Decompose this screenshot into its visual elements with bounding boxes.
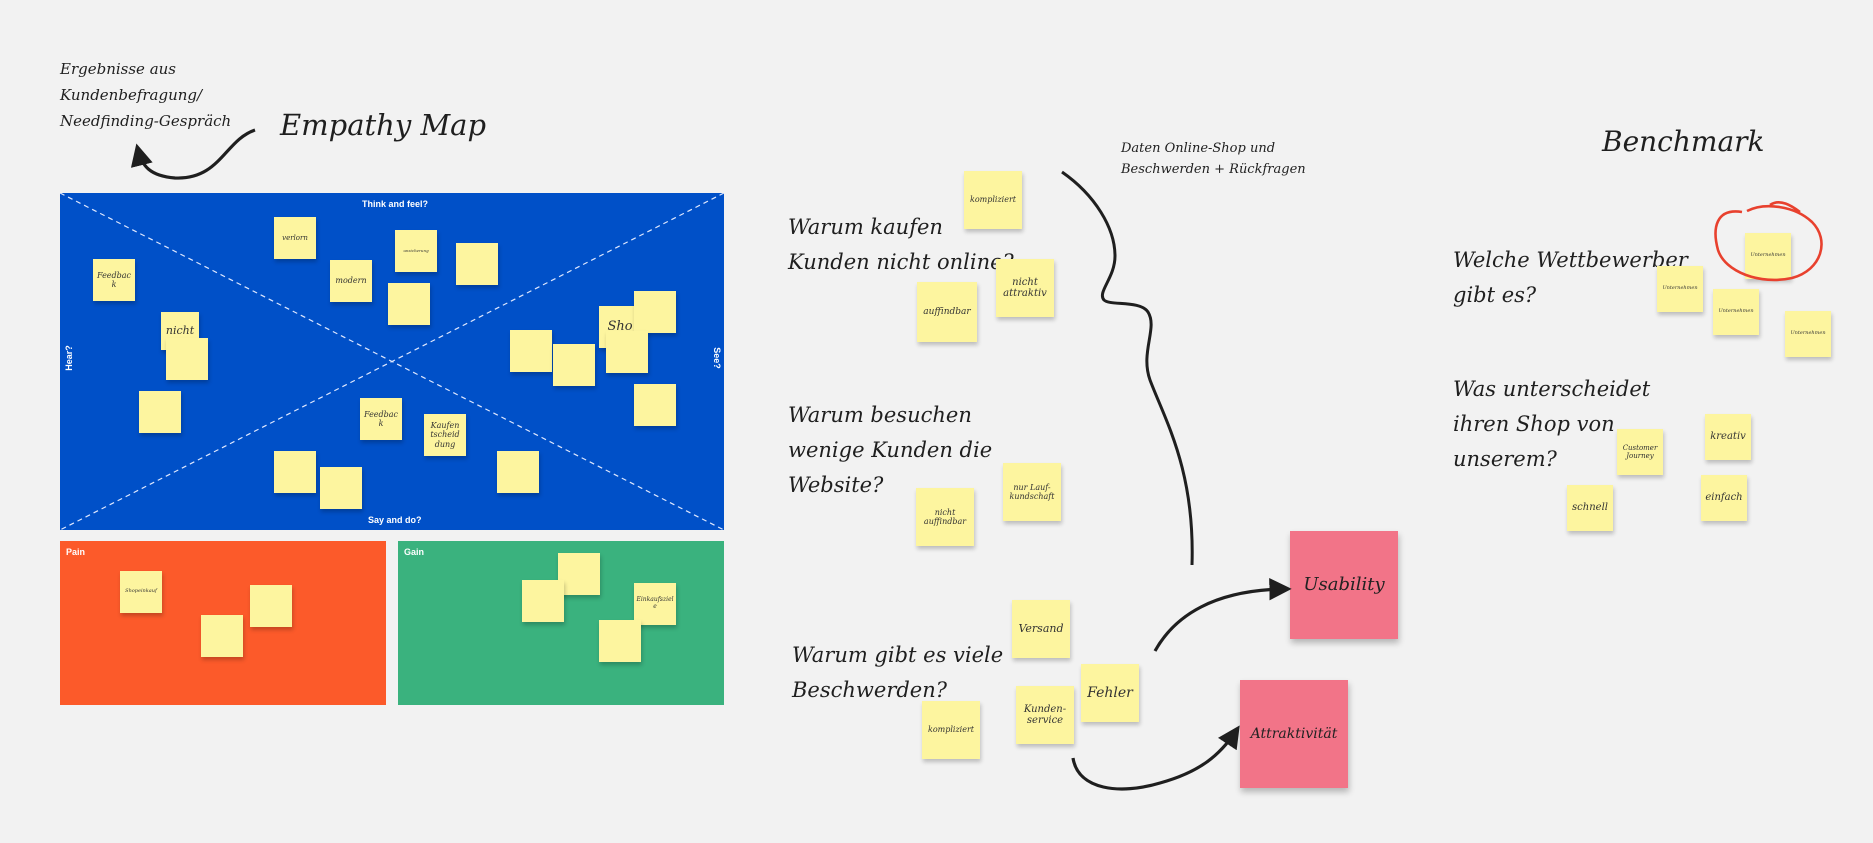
sticky-note[interactable] bbox=[320, 467, 362, 509]
sticky-note-nicht-attraktiv[interactable]: nicht attraktiv bbox=[996, 259, 1054, 317]
sticky-note-competitor[interactable]: Unternehmen bbox=[1785, 311, 1831, 357]
sticky-note-nicht-auffindbar[interactable]: nicht auffindbar bbox=[916, 488, 974, 546]
sticky-note[interactable] bbox=[274, 451, 316, 493]
curly-brace bbox=[1061, 170, 1194, 566]
sticky-note-kaufentscheidung[interactable]: Kaufen tscheid dung bbox=[424, 414, 466, 456]
question-line: Beschwerden? bbox=[792, 678, 948, 702]
results-note: Ergebnisse aus Kundenbefragung/ Needfind… bbox=[60, 56, 231, 134]
sticky-note[interactable] bbox=[522, 580, 564, 622]
sticky-note[interactable] bbox=[606, 331, 648, 373]
sticky-note[interactable] bbox=[558, 553, 600, 595]
sticky-note-verlorn[interactable]: verlorn bbox=[274, 217, 316, 259]
question-line: unserem? bbox=[1453, 447, 1557, 471]
sticky-note[interactable] bbox=[553, 344, 595, 386]
question-line: wenige Kunden die bbox=[788, 438, 993, 462]
results-note-line: Needfinding-Gespräch bbox=[60, 112, 232, 130]
question-competitors: Welche Wettbewerber gibt es? bbox=[1453, 243, 1688, 313]
sticky-note-fehler[interactable]: Fehler bbox=[1081, 664, 1139, 722]
sticky-note-kundenservice[interactable]: Kunden- service bbox=[1016, 686, 1074, 744]
sticky-note-feedback[interactable]: Feedback bbox=[360, 398, 402, 440]
sticky-note[interactable] bbox=[634, 291, 676, 333]
arrow-to-usability bbox=[1153, 578, 1292, 652]
sticky-note-kompliziert[interactable]: kompliziert bbox=[964, 171, 1022, 229]
sticky-note[interactable] bbox=[201, 615, 243, 657]
sticky-note-versand[interactable]: Versand bbox=[1012, 600, 1070, 658]
question-why-few-visitors: Warum besuchen wenige Kunden die Website… bbox=[788, 398, 992, 503]
question-line: Warum besuchen bbox=[788, 403, 972, 427]
sticky-note-attraktivitaet[interactable]: Attraktivität bbox=[1240, 680, 1348, 788]
sticky-note-competitor[interactable]: Unternehmen bbox=[1745, 233, 1791, 279]
benchmark-title: Benchmark bbox=[1602, 125, 1765, 158]
sticky-note[interactable] bbox=[388, 283, 430, 325]
empathy-map-title: Empathy Map bbox=[280, 108, 487, 142]
shop-data-note-line: Beschwerden + Rückfragen bbox=[1121, 162, 1306, 177]
sticky-note[interactable] bbox=[166, 338, 208, 380]
sticky-note[interactable] bbox=[139, 391, 181, 433]
sticky-note[interactable] bbox=[497, 451, 539, 493]
results-note-line: Kundenbefragung/ bbox=[60, 86, 203, 104]
sticky-note-kompliziert[interactable]: kompliziert bbox=[922, 701, 980, 759]
sticky-note[interactable] bbox=[250, 585, 292, 627]
sticky-note[interactable] bbox=[510, 330, 552, 372]
sticky-note[interactable] bbox=[456, 243, 498, 285]
question-line: Warum gibt es viele bbox=[792, 643, 1004, 667]
question-line: ihren Shop von bbox=[1453, 412, 1615, 436]
hear-label: Hear? bbox=[63, 345, 74, 371]
question-line: Was unterscheidet bbox=[1453, 377, 1651, 401]
question-line: Website? bbox=[788, 473, 884, 497]
pain-label: Pain bbox=[66, 547, 86, 557]
shop-data-note: Daten Online-Shop und Beschwerden + Rück… bbox=[1121, 138, 1306, 180]
say-do-label: Say and do? bbox=[368, 515, 422, 525]
sticky-note-nur-laufkundschaft[interactable]: nur Lauf- kundschaft bbox=[1003, 463, 1061, 521]
question-difference: Was unterscheidet ihren Shop von unserem… bbox=[1453, 372, 1650, 477]
question-line: Warum kaufen bbox=[788, 215, 943, 239]
question-line: Kunden nicht online? bbox=[788, 250, 1014, 274]
results-note-line: Ergebnisse aus bbox=[60, 60, 177, 78]
sticky-note-einkaufsziele[interactable]: Einkaufsziele bbox=[634, 583, 676, 625]
question-line: Welche Wettbewerber bbox=[1453, 248, 1688, 272]
sticky-note-schnell[interactable]: schnell bbox=[1567, 485, 1613, 531]
curved-arrow-to-note bbox=[130, 128, 256, 180]
sticky-note-einfach[interactable]: einfach bbox=[1701, 475, 1747, 521]
gain-label: Gain bbox=[404, 547, 425, 557]
sticky-note-customer-journey[interactable]: Customer Journey bbox=[1617, 429, 1663, 475]
sticky-note-usability[interactable]: Usability bbox=[1290, 531, 1398, 639]
sticky-note-competitor[interactable]: Unternehmen bbox=[1657, 266, 1703, 312]
question-line: gibt es? bbox=[1453, 283, 1537, 307]
sticky-note-auffindbar[interactable]: auffindbar bbox=[917, 282, 977, 342]
sticky-note-competitor[interactable]: Unternehmen bbox=[1713, 289, 1759, 335]
sticky-note[interactable] bbox=[599, 620, 641, 662]
question-why-many-complaints: Warum gibt es viele Beschwerden? bbox=[792, 638, 1003, 708]
sticky-note-unsicher[interactable]: unsicherung bbox=[395, 230, 437, 272]
sticky-note-modern[interactable]: modern bbox=[330, 260, 372, 302]
sticky-note-shopeinkauf[interactable]: Shopeinkauf bbox=[120, 571, 162, 613]
shop-data-note-line: Daten Online-Shop und bbox=[1121, 141, 1276, 156]
empathy-map-diagonals bbox=[60, 193, 724, 530]
arrow-to-attraktivitaet bbox=[1071, 725, 1240, 791]
question-why-not-buy-online: Warum kaufen Kunden nicht online? bbox=[788, 210, 1014, 280]
sticky-note-feedback[interactable]: Feedback bbox=[93, 259, 135, 301]
think-feel-label: Think and feel? bbox=[362, 199, 429, 209]
sticky-note[interactable] bbox=[634, 384, 676, 426]
sticky-note-kreativ[interactable]: kreativ bbox=[1705, 414, 1751, 460]
see-label: See? bbox=[711, 347, 722, 369]
